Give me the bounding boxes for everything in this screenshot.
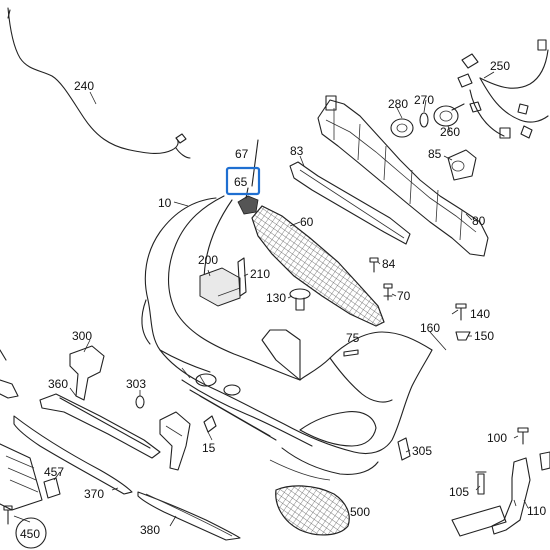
label-83[interactable]: 83 [290, 144, 304, 158]
bracket-left [0, 349, 19, 399]
clip-75 [343, 349, 359, 357]
clip-15 [203, 415, 217, 433]
wiring-harness-240 [7, 7, 191, 159]
plate-holder-457 [0, 443, 61, 511]
bracket-305 [397, 437, 411, 461]
bracket-83 [289, 161, 411, 245]
label-140[interactable]: 140 [470, 307, 490, 321]
strip-360 [39, 393, 161, 459]
label-10[interactable]: 10 [158, 196, 172, 210]
label-80[interactable]: 80 [472, 214, 486, 228]
ring-270 [419, 112, 429, 128]
label-210[interactable]: 210 [250, 267, 270, 281]
label-67[interactable]: 67 [235, 147, 249, 161]
label-150[interactable]: 150 [474, 329, 494, 343]
label-370[interactable]: 370 [84, 487, 104, 501]
module-200 [199, 267, 241, 307]
trim-160 [429, 331, 447, 351]
highlight-box [225, 166, 261, 196]
label-303[interactable]: 303 [126, 377, 146, 391]
label-260[interactable]: 260 [440, 125, 460, 139]
label-110[interactable]: 110 [527, 504, 546, 518]
label-100[interactable]: 100 [487, 431, 507, 445]
label-500[interactable]: 500 [350, 505, 370, 519]
clip-130 [289, 288, 311, 311]
clip-303 [135, 395, 145, 409]
label-240[interactable]: 240 [74, 79, 94, 93]
screw-140 [455, 303, 467, 321]
wiring-harness-250 [457, 39, 549, 139]
clip-150 [455, 331, 471, 341]
label-60[interactable]: 60 [300, 215, 314, 229]
leader-lines [13, 71, 529, 527]
bracket-far-right [539, 451, 550, 471]
label-65[interactable]: 65 [234, 175, 248, 189]
bracket-300 [69, 345, 105, 401]
label-280[interactable]: 280 [388, 97, 408, 111]
lower-grille-500 [275, 485, 350, 536]
label-305[interactable]: 305 [412, 444, 432, 458]
screw-105 [475, 471, 487, 495]
label-85[interactable]: 85 [428, 147, 442, 161]
label-457[interactable]: 457 [44, 465, 64, 479]
label-450[interactable]: 450 [20, 527, 40, 541]
label-450-circle [15, 517, 47, 549]
strip-370 [13, 415, 133, 495]
grille-mesh-60 [251, 205, 385, 327]
screw-84 [369, 257, 379, 273]
label-84[interactable]: 84 [382, 257, 396, 271]
label-270[interactable]: 270 [414, 93, 434, 107]
bracket-lower-center [159, 411, 191, 471]
label-130[interactable]: 130 [266, 291, 286, 305]
rod-67 [251, 139, 259, 187]
label-105[interactable]: 105 [449, 485, 469, 499]
bumper-cover-10 [141, 195, 433, 481]
label-200[interactable]: 200 [198, 253, 218, 267]
screw-450 [3, 505, 13, 525]
label-15[interactable]: 15 [202, 441, 216, 455]
label-360[interactable]: 360 [48, 377, 68, 391]
label-70[interactable]: 70 [397, 289, 411, 303]
label-250[interactable]: 250 [490, 59, 510, 73]
bracket-110 [451, 457, 531, 537]
trim-380 [137, 491, 241, 541]
part-labels: 240 250 280 270 260 85 83 80 67 65 10 60… [20, 59, 546, 541]
clip-70 [383, 283, 393, 301]
sensor-280 [390, 118, 414, 138]
clip-100 [517, 427, 529, 445]
sensor-260 [433, 103, 465, 127]
bracket-80 [317, 95, 489, 257]
bracket-210 [237, 257, 247, 297]
clip-65 [237, 187, 259, 215]
label-380[interactable]: 380 [140, 523, 160, 537]
label-75[interactable]: 75 [346, 331, 360, 345]
sensor-85 [447, 149, 477, 181]
label-300[interactable]: 300 [72, 329, 92, 343]
label-160[interactable]: 160 [420, 321, 440, 335]
